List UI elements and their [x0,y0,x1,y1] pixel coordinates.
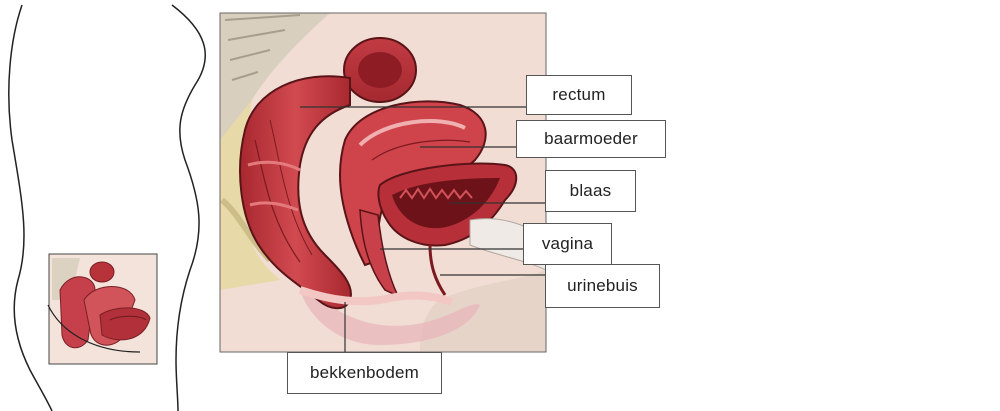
label-rectum: rectum [526,75,632,115]
fat-layer [220,100,280,290]
sacrum [220,13,330,140]
pelvic-floor-shape [298,286,454,306]
label-vagina: vagina [523,223,612,265]
leader-lines [300,106,545,352]
label-bekkenbodem: bekkenbodem [287,352,442,394]
label-blaas: blaas [545,170,636,212]
back-outline [8,4,53,411]
label-urinebuis: urinebuis [545,264,660,308]
label-baarmoeder: baarmoeder [516,120,666,158]
rectum-shape [239,75,352,310]
urethra-shape [428,244,447,296]
belly-outline [171,4,207,411]
